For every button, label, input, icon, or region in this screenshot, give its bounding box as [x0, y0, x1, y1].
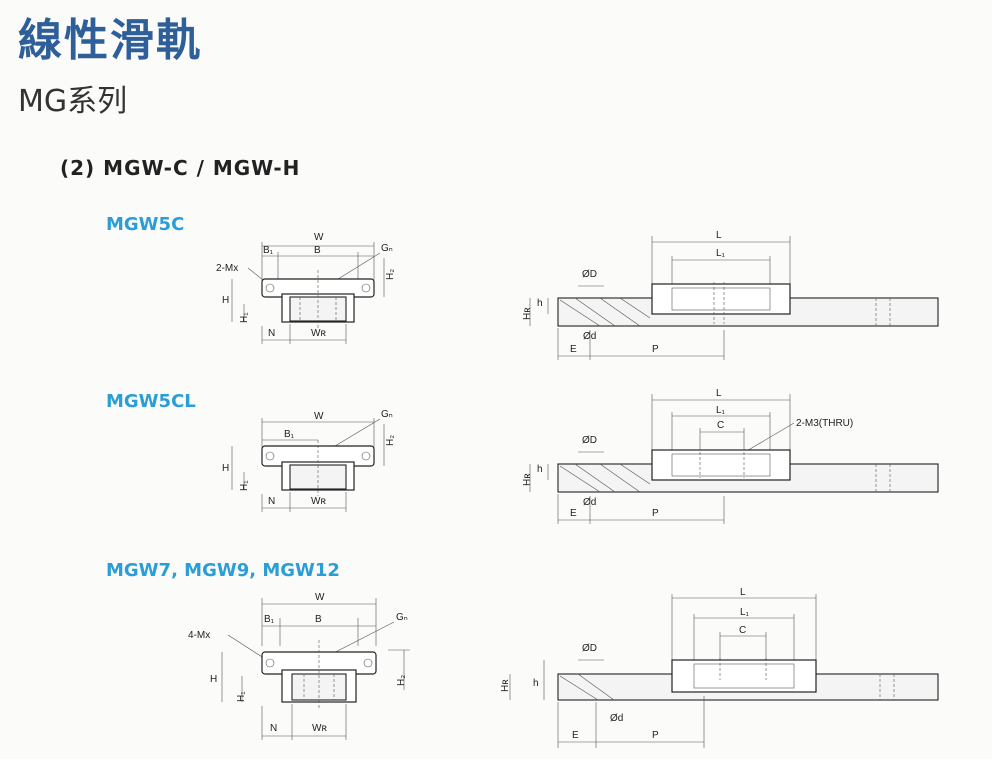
mgw5c-side-view: L L₁ ØD Hʀ h Ød E P — [522, 230, 939, 360]
mgw5cl-w-label: W — [314, 411, 324, 422]
mgw5cl-h2-label: H₂ — [385, 435, 396, 446]
mgw5c-hr-label: Hʀ — [522, 307, 533, 320]
mgw7-mx-label: 4-Mx — [188, 630, 210, 641]
mgw5cl-m3-label: 2-M3(THRU) — [796, 418, 853, 429]
section-title: (2) MGW-C / MGW-H — [60, 156, 301, 180]
mgw5cl-n-label: N — [268, 496, 275, 507]
mgw5cl-hh-label: h — [537, 464, 543, 475]
mgw5c-l-label: L — [716, 230, 722, 241]
mgw5cl-h1-label: H₁ — [239, 480, 250, 491]
mgw5cl-gn-label: Gₙ — [381, 409, 393, 420]
mgw5c-b-label: B — [314, 245, 321, 256]
mgw5c-e-label: E — [570, 344, 577, 355]
model-label-mgw5c: MGW5C — [106, 214, 185, 235]
mgw7-9-12-front-view: W B₁ B Gₙ 4-Mx H₂ H H₁ N Wʀ — [188, 592, 410, 740]
mgw7-h1-label: H₁ — [236, 691, 247, 702]
mgw5cl-b1-label: B₁ — [284, 429, 295, 440]
mgw7-p-label: P — [652, 730, 659, 741]
mgw5c-p-label: P — [652, 344, 659, 355]
mgw5c-wr-label: Wʀ — [311, 328, 326, 339]
mgw5cl-l1-label: L₁ — [716, 405, 726, 416]
page-title: 線性滑軌 — [18, 15, 202, 66]
mgw5cl-hr-label: Hʀ — [522, 473, 533, 486]
mgw5cl-smalld-label: Ød — [583, 497, 596, 508]
mgw5c-gn-label: Gₙ — [381, 243, 393, 254]
mgw5c-h2-label: H₂ — [385, 269, 396, 280]
mgw7-h-label: H — [210, 674, 217, 685]
mgw5c-mx-label: 2-Mx — [216, 263, 238, 274]
mgw5c-smalld-label: Ød — [583, 331, 596, 342]
mgw7-9-12-side-view: L L₁ C ØD Hʀ h Ød E P — [500, 587, 939, 748]
model-label-mgw7-9-12: MGW7, MGW9, MGW12 — [106, 560, 340, 581]
mgw7-h2-label: H₂ — [396, 675, 407, 686]
mgw7-w-label: W — [315, 592, 325, 603]
mgw7-e-label: E — [572, 730, 579, 741]
mgw5cl-c-label: C — [717, 420, 724, 431]
mgw5cl-side-view: L L₁ C 2-M3(THRU) ØD Hʀ h Ød E P — [522, 388, 939, 524]
mgw5c-front-view: W B₁ B Gₙ 2-Mx H₂ H H₁ N Wʀ — [216, 232, 396, 344]
mgw7-l-label: L — [740, 587, 746, 598]
mgw5c-n-label: N — [268, 328, 275, 339]
series-subtitle: MG系列 — [18, 84, 128, 119]
mgw7-gn-label: Gₙ — [396, 612, 408, 623]
mgw7-l1-label: L₁ — [740, 607, 750, 618]
mgw7-c-label: C — [739, 625, 746, 636]
mgw5c-w-label: W — [314, 232, 324, 243]
mgw5cl-wr-label: Wʀ — [311, 496, 326, 507]
mgw7-b1-label: B₁ — [264, 614, 275, 625]
mgw5c-od-label: ØD — [582, 269, 597, 280]
mgw5cl-p-label: P — [652, 508, 659, 519]
mgw7-od-label: ØD — [582, 643, 597, 654]
mgw7-hh-label: h — [533, 678, 539, 689]
mgw7-smalld-label: Ød — [610, 713, 623, 724]
mgw5cl-l-label: L — [716, 388, 722, 399]
mgw7-b-label: B — [315, 614, 322, 625]
mgw5c-l1-label: L₁ — [716, 248, 726, 259]
mgw5c-h1-label: H₁ — [239, 312, 250, 323]
mgw5cl-od-label: ØD — [582, 435, 597, 446]
mgw5cl-front-view: W B₁ Gₙ H₂ H H₁ N Wʀ — [222, 409, 396, 512]
mgw5cl-h-label: H — [222, 463, 229, 474]
mgw7-n-label: N — [270, 723, 277, 734]
mgw5c-b1-label: B₁ — [263, 245, 274, 256]
mgw7-hr-label: Hʀ — [500, 679, 511, 692]
mgw7-wr-label: Wʀ — [312, 723, 327, 734]
mgw5c-hh-label: h — [537, 298, 543, 309]
mgw5c-h-label: H — [222, 295, 229, 306]
mgw5cl-e-label: E — [570, 508, 577, 519]
model-label-mgw5cl: MGW5CL — [106, 391, 196, 412]
